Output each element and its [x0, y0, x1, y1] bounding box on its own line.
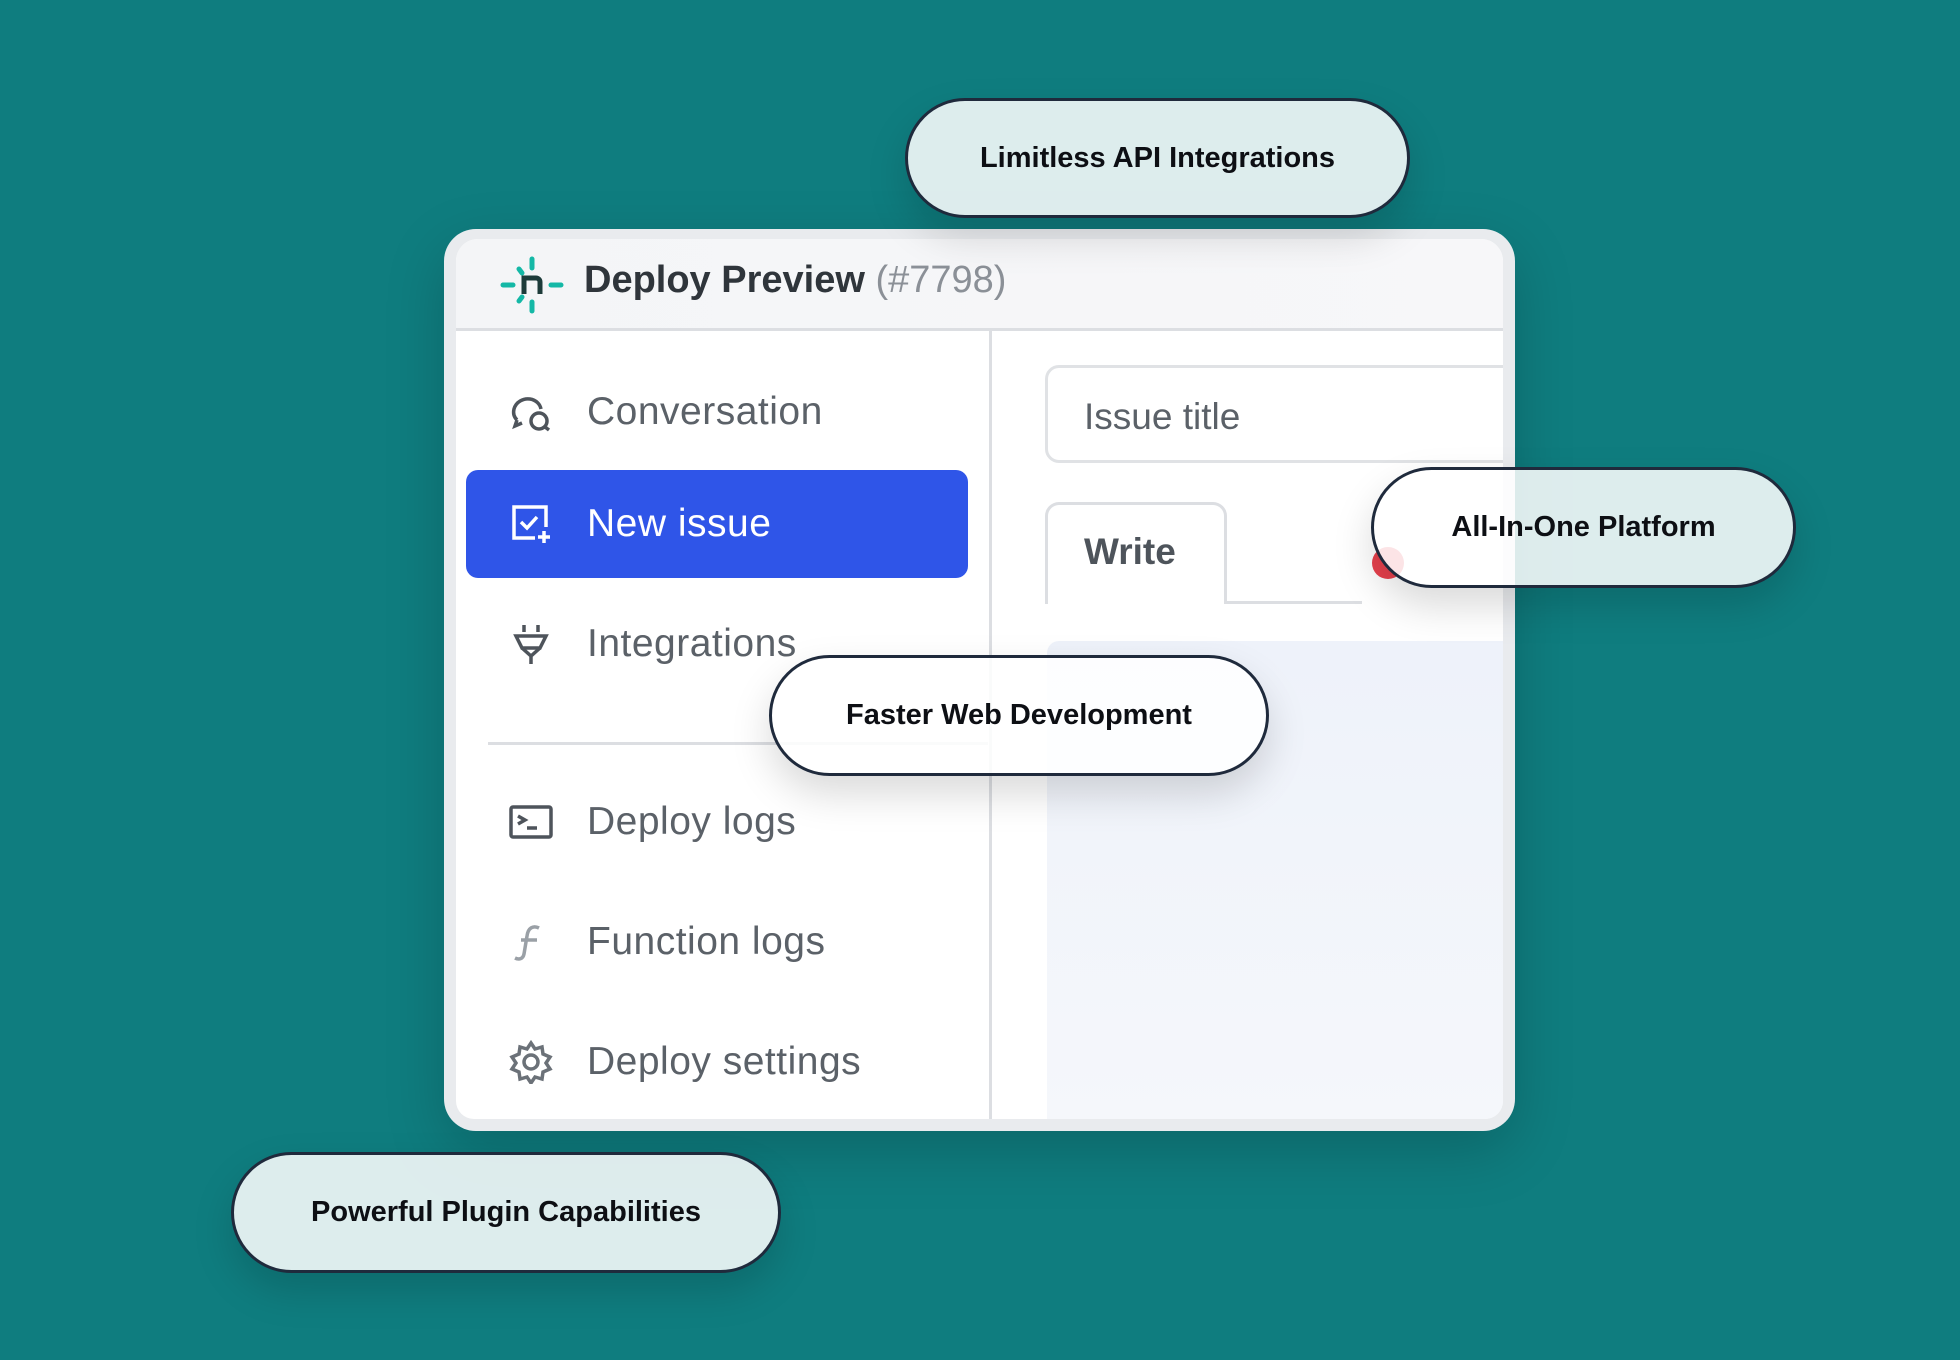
pr-number: (#7798) [875, 259, 1007, 301]
new-issue-icon [512, 505, 550, 543]
plug-icon [513, 625, 549, 664]
issue-title-input[interactable]: Issue title [1045, 365, 1503, 463]
tab-underline [1227, 601, 1362, 604]
sidebar-item-deploy-settings[interactable]: Deploy settings [466, 1008, 968, 1116]
feature-pill-api: Limitless API Integrations [905, 98, 1410, 218]
sidebar-item-conversation[interactable]: Conversation [466, 358, 968, 466]
conversation-icon [511, 397, 551, 432]
sidebar-item-deploy-logs[interactable]: Deploy logs [466, 768, 968, 876]
sidebar-item-function-logs[interactable]: Function logs [466, 888, 968, 996]
page-title: Deploy Preview (#7798) [584, 259, 1007, 301]
function-icon [514, 925, 540, 961]
sidebar-section-divider [488, 742, 988, 745]
netlify-logo-icon [500, 256, 564, 314]
sidebar-item-integrations[interactable]: Integrations [466, 590, 968, 698]
terminal-icon [509, 805, 553, 839]
tab-write-label: Write [1084, 531, 1176, 572]
feature-pill-platform: All-In-One Platform [1371, 467, 1796, 588]
gear-icon [509, 1040, 553, 1084]
issue-title-placeholder: Issue title [1084, 396, 1241, 437]
window-header: Deploy Preview (#7798) [456, 239, 1503, 331]
feature-pill-web-dev: Faster Web Development [769, 655, 1269, 776]
tab-write[interactable]: Write [1045, 502, 1227, 604]
feature-pill-plugins: Powerful Plugin Capabilities [231, 1152, 781, 1273]
sidebar-item-new-issue[interactable]: New issue [466, 470, 968, 578]
